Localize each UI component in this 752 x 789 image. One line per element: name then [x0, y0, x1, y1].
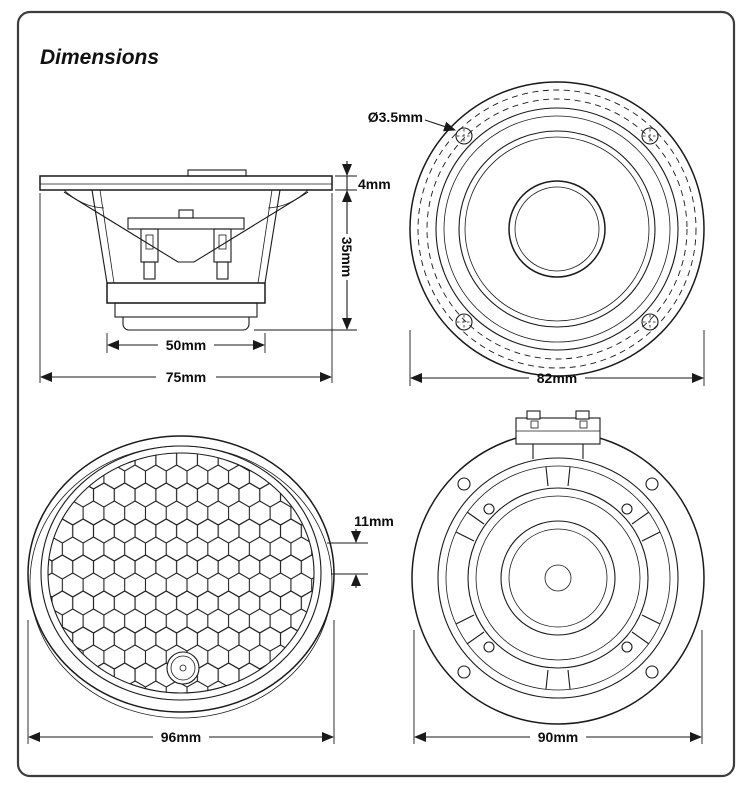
basket-screw [621, 503, 633, 515]
side-view-dimensions: 4mm 35mm 50mm 75mm [39, 161, 391, 385]
basket-screw [483, 503, 495, 515]
terminal-post-right [213, 228, 232, 263]
basket-rim [445, 465, 671, 691]
basket-screw [483, 641, 495, 653]
page-border [16, 10, 736, 778]
side-view: 4mm 35mm 50mm 75mm [39, 161, 391, 385]
front-view-dimensions: Ø3.5mm 82mm [368, 109, 705, 386]
frame-bar [127, 217, 245, 230]
terminal-post-left [140, 228, 159, 263]
mounting-hole-top-right [641, 127, 659, 145]
front-outer-edge [409, 81, 705, 377]
basket-screw [621, 641, 633, 653]
overall-width-label: 75mm [166, 369, 206, 385]
rear-outline [411, 410, 705, 725]
front-view-outline [409, 81, 705, 377]
rear-magnet [467, 487, 649, 669]
rear-diameter-label: 90mm [538, 729, 578, 745]
magnet-width-label: 50mm [166, 337, 206, 353]
grille-logo [166, 651, 200, 685]
grille-outline [27, 435, 335, 719]
hole-diameter-label: Ø3.5mm [368, 109, 423, 125]
body-depth-label: 35mm [339, 237, 355, 277]
terminal-block [515, 410, 601, 459]
rear-dimensions: 90mm [413, 630, 703, 745]
bottom-plate [122, 316, 250, 331]
flange-tab [187, 169, 247, 177]
dust-cap [508, 180, 606, 278]
grille-thickness-label: 11mm [354, 513, 394, 529]
terminal-tab [575, 410, 590, 420]
rear-mounting-hole [457, 477, 471, 491]
rear-view: 90mm [411, 410, 705, 745]
grille-view: 11mm 96mm [27, 435, 394, 745]
cone-profile [63, 191, 309, 263]
cone [464, 136, 650, 322]
side-view-outline [39, 169, 333, 331]
surround [443, 115, 671, 343]
front-diameter-label: 82mm [537, 370, 577, 386]
flange [39, 175, 333, 191]
mounting-hole-bottom-right [641, 313, 659, 331]
terminal-tab [526, 410, 541, 420]
page-title: Dimensions [40, 46, 159, 69]
mounting-hole-top-left [455, 127, 473, 145]
rear-mounting-hole [457, 665, 471, 679]
rear-mounting-hole [645, 665, 659, 679]
flange-thickness-label: 4mm [358, 176, 391, 192]
rear-mounting-hole [645, 477, 659, 491]
front-view: Ø3.5mm 82mm [368, 81, 705, 386]
grille-mesh [47, 452, 315, 694]
vent-hole [544, 564, 572, 592]
grille-diameter-label: 96mm [161, 729, 201, 745]
basket-spokes [455, 466, 661, 690]
magnet [106, 282, 266, 304]
mounting-hole-bottom-left [455, 313, 473, 331]
grille-dimensions: 11mm 96mm [27, 513, 394, 745]
rear-outer-edge [411, 431, 705, 725]
